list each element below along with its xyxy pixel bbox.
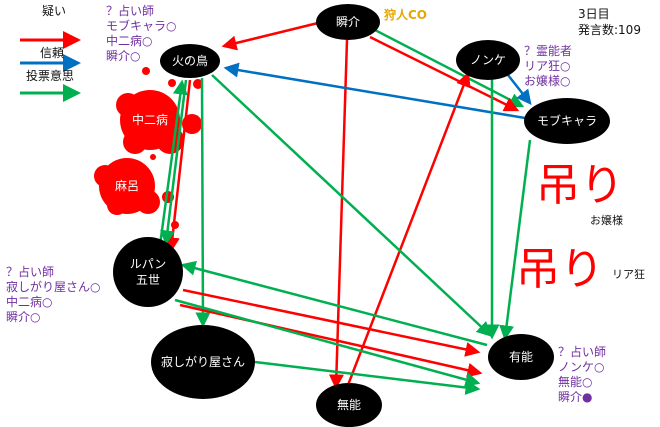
node-ellipse — [160, 44, 220, 78]
node-shunsuke: 瞬介 — [316, 4, 380, 40]
edge-vote-lupin-to-yuunou — [174, 298, 481, 387]
edge-suspect-shunsuke-to-hinotori — [221, 21, 319, 51]
legend-trust-label: 信頼 — [40, 46, 65, 60]
legend-suspect-label: 疑い — [42, 4, 67, 18]
note-line: 中二病○ — [106, 34, 153, 48]
node-label: ルパン — [130, 257, 167, 271]
edge-vote-hinotori-to-lupin — [160, 79, 188, 246]
edge-vote-hinotori-to-yuunou — [211, 74, 492, 337]
edge-suspect-shunsuke-to-munou — [328, 39, 349, 390]
node-label: 無能 — [337, 397, 361, 412]
edge-suspect-munou-to-nonke — [346, 71, 471, 386]
edge-suspect-lupin-to-yuunou — [182, 288, 481, 357]
node-hinotori: 火の鳥 — [160, 44, 220, 78]
note-line: 瞬介○ — [106, 49, 141, 63]
node-ellipse — [524, 98, 610, 144]
edge-vote-mobu-to-yuunou — [499, 139, 532, 341]
node-label: 瞬介 — [336, 15, 360, 29]
edge-vote-yuunou-to-lupin — [180, 260, 488, 347]
node-label: 寂しがり屋さん — [161, 354, 245, 369]
node-label: ノンケ — [470, 53, 506, 67]
note-line: 寂しがり屋さん○ — [6, 280, 101, 294]
legend-vote-label: 投票意思 — [26, 69, 75, 83]
note-line: 中二病○ — [6, 295, 53, 309]
edge-trust-mobu-to-hinotori — [223, 62, 526, 120]
day-counter: 3日目 発言数:109 — [578, 6, 641, 38]
edge-trust-nonke-to-mobu — [507, 74, 532, 105]
edge-vote-shunsuke-to-mobu — [374, 28, 525, 108]
dead-player-label: 中二病 — [132, 112, 168, 127]
node-ellipse — [456, 40, 520, 80]
day-label: 3日目 — [578, 7, 610, 21]
node-label: 有能 — [509, 350, 533, 364]
edge-vote-lupin-to-hinotori — [158, 79, 188, 246]
note-line: ？霊能者 — [524, 44, 573, 58]
notes-lupin: ？占い師 寂しがり屋さん○ 中二病○ 瞬介○ — [6, 265, 100, 325]
edge-vote-sabishi-to-yuunou — [254, 360, 481, 395]
node-mobu: モブキャラ — [524, 98, 610, 144]
node-ellipse — [316, 383, 382, 427]
node-ellipse — [151, 325, 255, 399]
hanged-mark-2: 吊り — [516, 244, 604, 295]
notes-hinotori: ？占い師 モブキャラ○ 中二病○ 瞬介○ — [106, 4, 176, 64]
node-munou: 無能 — [316, 383, 382, 427]
edge-vote-hinotori-to-sabishi — [195, 77, 211, 328]
node-ellipse — [488, 334, 554, 380]
node-label: 火の鳥 — [172, 53, 208, 68]
hanged-mark-1: 吊り — [536, 160, 624, 211]
note-line: モブキャラ○ — [106, 19, 177, 33]
node-yuunou: 有能 — [488, 334, 554, 380]
post-count: 発言数:109 — [578, 23, 641, 37]
note-line: 瞬介○ — [6, 310, 41, 324]
note-line: お嬢様○ — [524, 74, 571, 88]
note-line: ？占い師 — [558, 345, 607, 359]
node-label: モブキャラ — [537, 113, 597, 128]
node-sabishi: 寂しがり屋さん — [151, 325, 255, 399]
node-label: 五世 — [136, 273, 160, 287]
edge-suspect-hinotori-to-lupin — [164, 79, 192, 253]
note-line: ノンケ○ — [558, 360, 605, 374]
node-nonke: ノンケ — [456, 40, 520, 80]
hanged-name-ojousama: お嬢様 — [590, 214, 623, 227]
note-line: 瞬介● — [558, 390, 593, 404]
hunter-co-label: 狩人CO — [384, 8, 428, 22]
notes-nonke: ？霊能者 リア狂○ お嬢様○ — [524, 44, 572, 89]
note-line: ？占い師 — [106, 4, 155, 18]
note-line: リア狂○ — [524, 59, 571, 73]
node-ellipse — [316, 4, 380, 40]
dead-player-label: 麻呂 — [115, 178, 139, 193]
node-ellipse — [113, 237, 183, 307]
note-line: ？占い師 — [6, 265, 55, 279]
blood-splatter-chuunibyou — [116, 67, 203, 154]
hanged-name-riakyou: リア狂 — [612, 268, 645, 281]
note-line: 無能○ — [558, 375, 593, 389]
notes-yuunou: ？占い師 ノンケ○ 無能○ 瞬介● — [558, 345, 606, 405]
